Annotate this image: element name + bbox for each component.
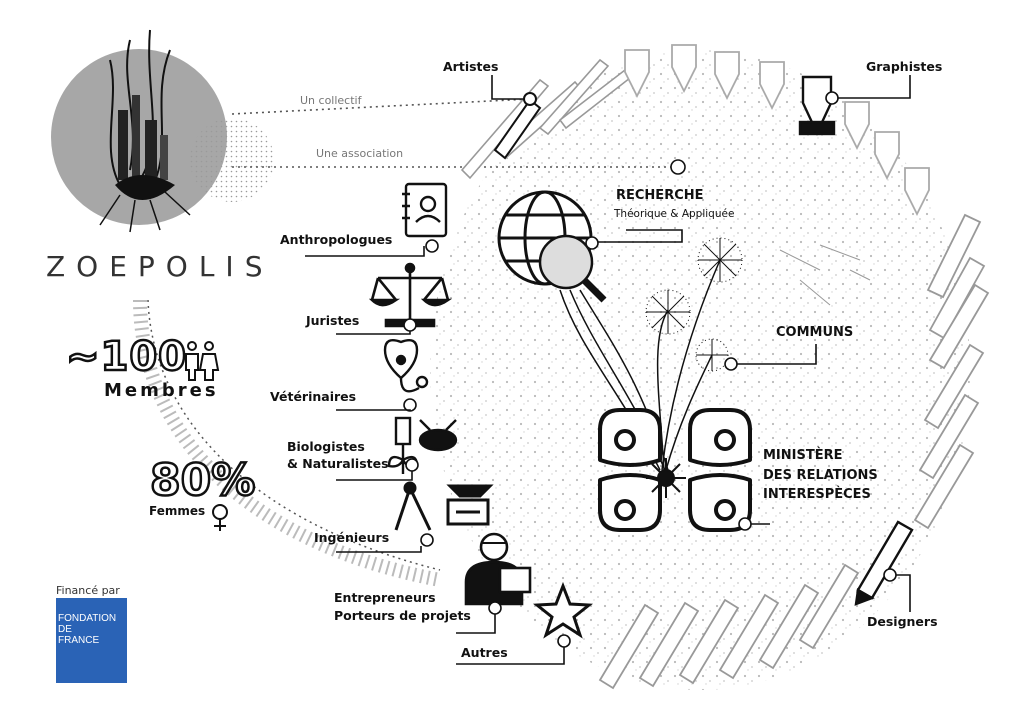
scales-of-justice-icon: [368, 262, 453, 328]
label-autres: Autres: [461, 645, 508, 660]
label-ministere: MINISTÈRE DES RELATIONS INTERESPÈCES: [763, 446, 878, 505]
label-veterinaires: Vétérinaires: [270, 389, 357, 404]
label-entrepreneurs: Entrepreneurs Porteurs de projets: [334, 590, 471, 624]
designer-pencil-icon: [854, 520, 914, 606]
fondation-de-france-logo: FONDATION DE FRANCE: [56, 598, 127, 683]
entrepreneur-person-icon: [464, 532, 532, 606]
label-designers: Designers: [867, 614, 938, 629]
members-label: Membres: [104, 380, 219, 401]
zoepolis-wordmark: ZOEPOLIS: [46, 250, 274, 283]
label-biologistes-line2: & Naturalistes: [287, 456, 389, 472]
dandelion-icon: [645, 237, 743, 372]
flower-center-icon: [646, 458, 686, 498]
label-communs: COMMUNS: [776, 325, 854, 340]
dotted-arc: [133, 299, 442, 587]
address-book-icon: [402, 182, 448, 238]
label-biologistes-line1: Biologistes: [287, 439, 365, 454]
label-biologistes: Biologistes & Naturalistes: [287, 439, 389, 472]
collectif-label: Un collectif: [300, 94, 362, 107]
members-count: ~100: [65, 333, 188, 382]
label-ingenieurs: Ingénieurs: [314, 530, 390, 545]
label-ministere-line2: DES RELATIONS: [763, 467, 878, 483]
funding-label: Financé par: [56, 584, 120, 597]
fountain-pen-icon: [798, 75, 836, 136]
label-juristes: Juristes: [306, 313, 360, 328]
magnifier-icon: [538, 234, 607, 303]
compass-tools-icon: [394, 481, 494, 531]
paintbrush-icon: [493, 92, 542, 160]
label-ministere-line1: MINISTÈRE: [763, 448, 843, 463]
label-entrepreneurs-line2: Porteurs de projets: [334, 608, 471, 624]
label-recherche: RECHERCHE: [616, 188, 704, 203]
fondation-logo-line2: DE: [58, 624, 72, 635]
women-label: Femmes: [149, 504, 206, 518]
fondation-logo-line1: FONDATION: [58, 613, 117, 624]
association-label: Une association: [316, 147, 404, 160]
interspecies-people-icon: [598, 408, 752, 532]
label-entrepreneurs-line1: Entrepreneurs: [334, 590, 436, 605]
label-artistes: Artistes: [443, 59, 499, 74]
label-graphistes: Graphistes: [866, 59, 943, 74]
people-icon: [185, 341, 220, 381]
fondation-logo-line3: FRANCE: [58, 635, 100, 646]
star-icon: [532, 581, 594, 639]
label-ministere-line3: INTERESPÈCES: [763, 487, 871, 502]
female-symbol-icon: [212, 504, 228, 531]
zoepolis-logo-graphic: [51, 29, 274, 233]
women-percent: 80%: [149, 454, 257, 508]
stethoscope-paw-icon: [383, 339, 429, 393]
label-anthropologues: Anthropologues: [280, 232, 393, 247]
label-recherche-sub: Théorique & Appliquée: [614, 208, 735, 220]
